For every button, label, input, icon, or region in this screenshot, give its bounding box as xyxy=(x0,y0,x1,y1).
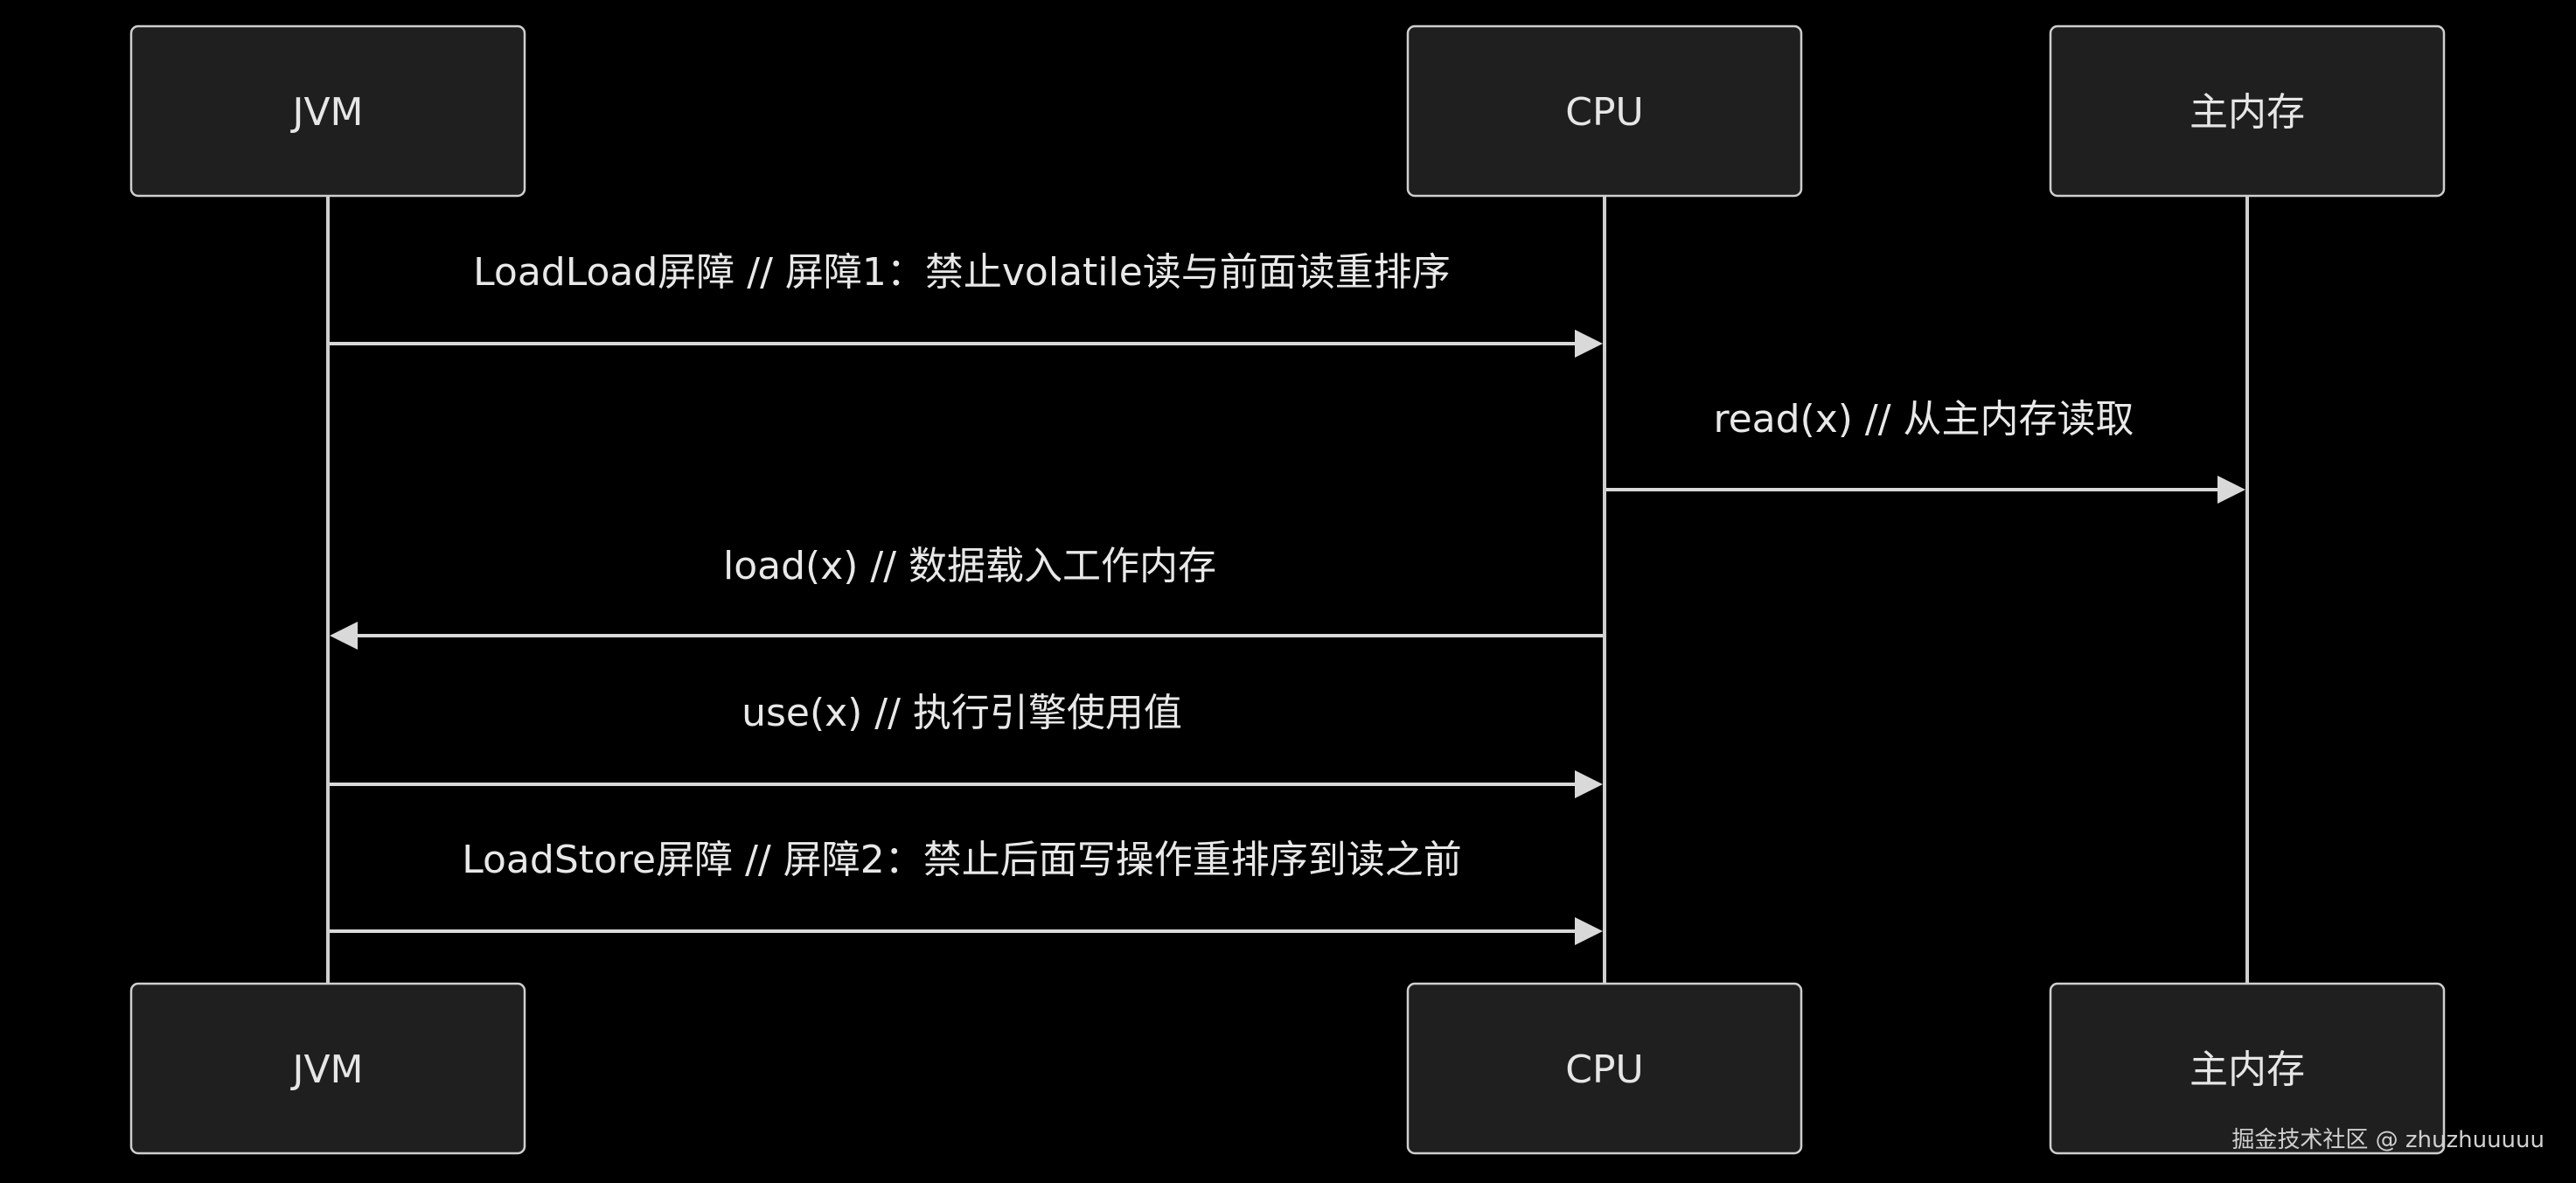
actor-bottom-mem: 主内存 xyxy=(2049,982,2446,1155)
message-3: load(x) // 数据载入工作内存 xyxy=(330,544,1603,650)
actor-top-cpu-label: CPU xyxy=(1565,90,1643,135)
message-5-arrowhead xyxy=(1575,917,1603,945)
message-1: LoadLoad屏障 // 屏障1：禁止volatile读与前面读重排序 xyxy=(330,250,1603,358)
message-2-arrowhead xyxy=(2217,476,2245,504)
message-5-label: LoadStore屏障 // 屏障2：禁止后面写操作重排序到读之前 xyxy=(462,838,1461,882)
message-4-label: use(x) // 执行引擎使用值 xyxy=(741,691,1182,735)
actor-bottom-jvm: JVM xyxy=(129,982,526,1155)
message-2: read(x) // 从主内存读取 xyxy=(1606,397,2245,504)
actor-top-mem: 主内存 xyxy=(2049,24,2446,198)
message-4: use(x) // 执行引擎使用值 xyxy=(330,691,1603,798)
actor-bottom-cpu-label: CPU xyxy=(1565,1047,1643,1092)
message-3-label: load(x) // 数据载入工作内存 xyxy=(723,544,1216,588)
actor-top-jvm: JVM xyxy=(129,24,526,198)
actor-top-cpu: CPU xyxy=(1406,24,1803,198)
actor-bottom-mem-label: 主内存 xyxy=(2190,1047,2305,1092)
message-1-label: LoadLoad屏障 // 屏障1：禁止volatile读与前面读重排序 xyxy=(473,250,1451,295)
actor-top-mem-label: 主内存 xyxy=(2190,90,2305,135)
actor-bottom-cpu: CPU xyxy=(1406,982,1803,1155)
actor-top-jvm-label: JVM xyxy=(289,90,363,135)
message-4-arrowhead xyxy=(1575,770,1603,798)
actor-bottom-jvm-label: JVM xyxy=(289,1047,363,1092)
watermark-text: 掘金技术社区 @ zhuzhuuuuu xyxy=(2231,1127,2545,1153)
message-1-arrowhead xyxy=(1575,330,1603,358)
message-5: LoadStore屏障 // 屏障2：禁止后面写操作重排序到读之前 xyxy=(330,838,1603,945)
message-2-label: read(x) // 从主内存读取 xyxy=(1713,397,2134,442)
message-3-arrowhead xyxy=(330,622,358,650)
